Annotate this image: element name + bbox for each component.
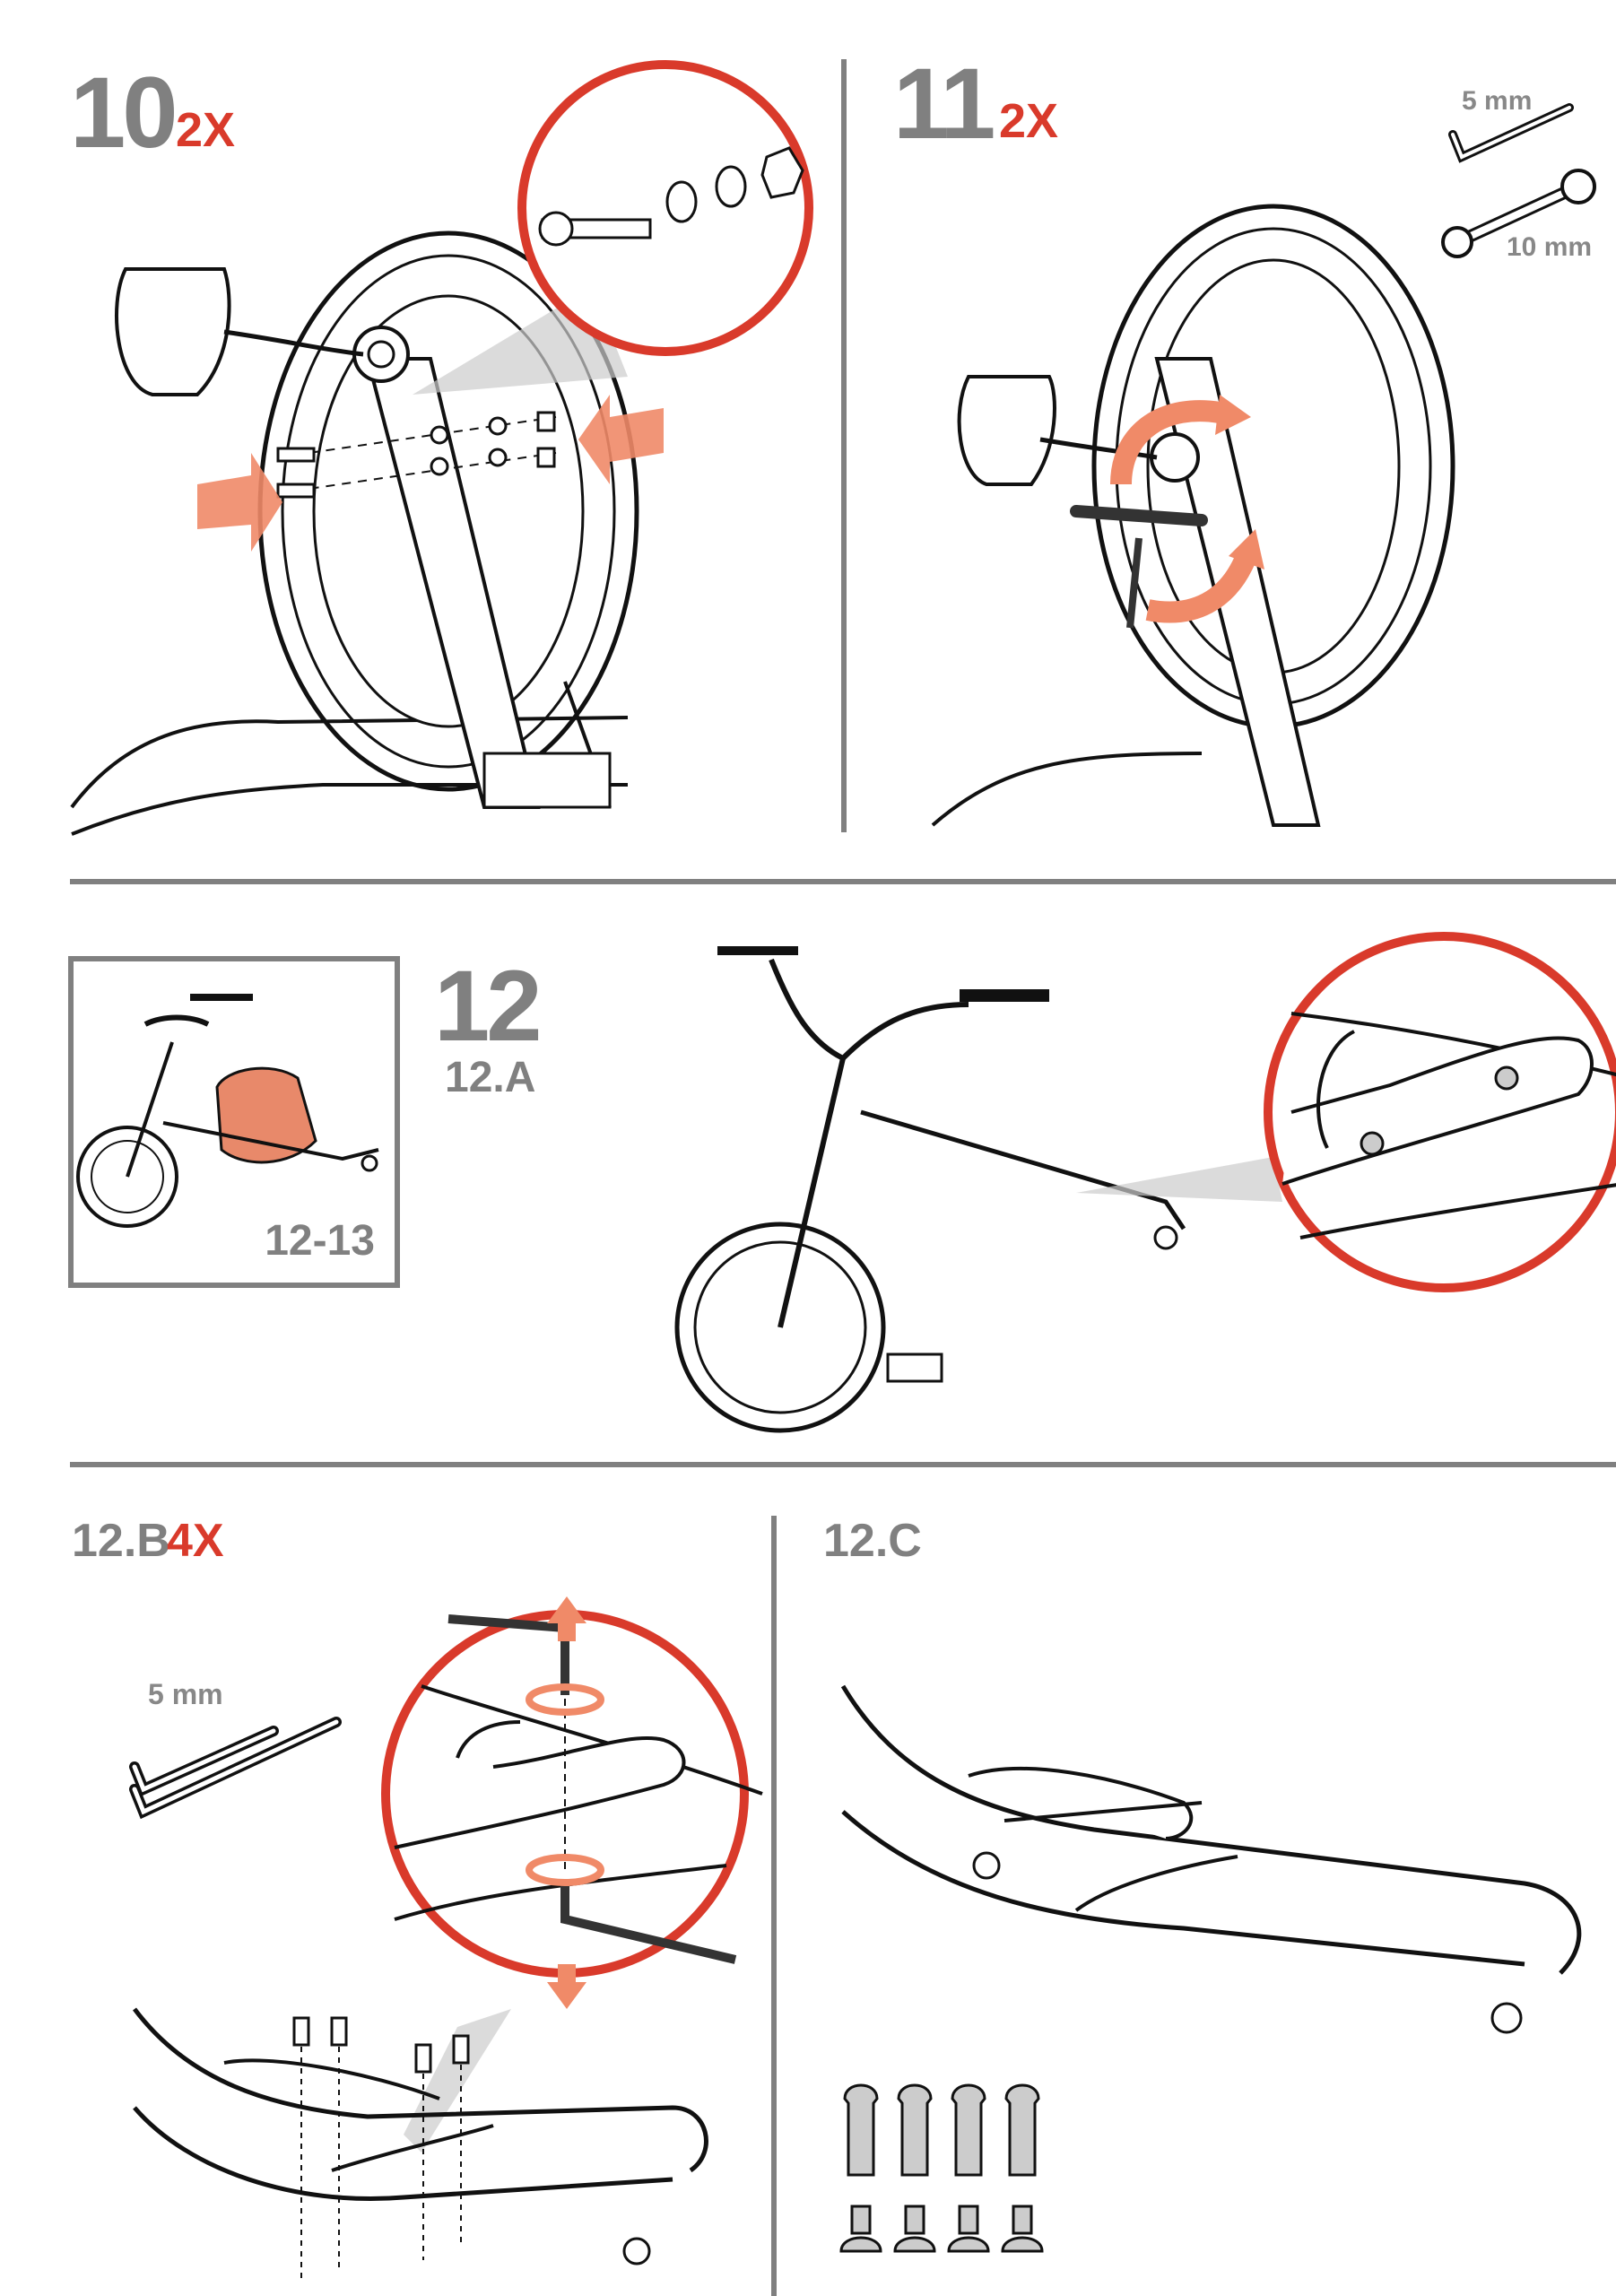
up-arrow-icon bbox=[547, 1596, 586, 1641]
seat-icon bbox=[215, 1066, 317, 1164]
wrench-size: 10 mm bbox=[1507, 232, 1592, 262]
horizontal-divider-2 bbox=[70, 1462, 1616, 1467]
rotation-arrow bbox=[1145, 552, 1257, 623]
step-12a-magnifier bbox=[1264, 932, 1616, 1292]
step-12c-illustration bbox=[840, 1684, 1582, 2034]
step-11-number: 11 bbox=[893, 48, 995, 160]
step-11-quantity: 2X bbox=[999, 94, 1059, 148]
screw-icon bbox=[839, 2205, 882, 2253]
bolt-icon bbox=[843, 2083, 879, 2177]
tools-legend: 5 mm 10 mm bbox=[1441, 86, 1596, 262]
rotation-arrow bbox=[526, 1683, 604, 1716]
rotation-arrow bbox=[1110, 400, 1221, 485]
orange-push-arrow bbox=[197, 453, 282, 552]
horizontal-divider-1 bbox=[70, 879, 1616, 884]
step-10-quantity: 2X bbox=[176, 103, 236, 157]
vertical-divider-top bbox=[841, 59, 847, 832]
bolt-icon bbox=[951, 2083, 986, 2177]
hex-key-size-12b: 5 mm bbox=[148, 1678, 223, 1710]
screw-icon bbox=[947, 2205, 990, 2253]
step-12-preview-box: 12-13 bbox=[68, 956, 400, 1288]
preview-tricycle bbox=[76, 994, 379, 1228]
step-12-number: 12 bbox=[434, 950, 543, 1062]
rotation-arrow bbox=[526, 1854, 604, 1886]
step-12c-label: 12.C bbox=[823, 1515, 922, 1567]
screw-icon bbox=[893, 2205, 936, 2253]
step-12a-illustration bbox=[674, 946, 1282, 1433]
step-10-illustration bbox=[70, 60, 813, 836]
hex-key-legend: 5 mm bbox=[129, 1678, 342, 1820]
step-10-number: 10 bbox=[70, 57, 178, 169]
orange-push-arrow bbox=[578, 395, 664, 484]
step-12b-illustration bbox=[133, 2007, 708, 2278]
hex-key-size: 5 mm bbox=[1462, 86, 1532, 116]
preview-step-range: 12-13 bbox=[265, 1217, 375, 1265]
bolt-icon bbox=[1004, 2083, 1040, 2177]
bolt-icon bbox=[897, 2083, 933, 2177]
step-12b-magnifier bbox=[381, 1596, 763, 2009]
step-12b-quantity: 4X bbox=[167, 1515, 224, 1567]
step-12a-label: 12.A bbox=[445, 1054, 536, 1101]
magnifier-circle bbox=[517, 60, 813, 356]
screw-icon bbox=[1001, 2205, 1044, 2253]
step-11-illustration bbox=[931, 204, 1455, 827]
down-arrow-icon bbox=[547, 1964, 586, 2009]
hardware-set bbox=[839, 2083, 1044, 2253]
vertical-divider-bottom bbox=[771, 1516, 777, 2296]
step-12b-label: 12.B bbox=[72, 1515, 170, 1567]
